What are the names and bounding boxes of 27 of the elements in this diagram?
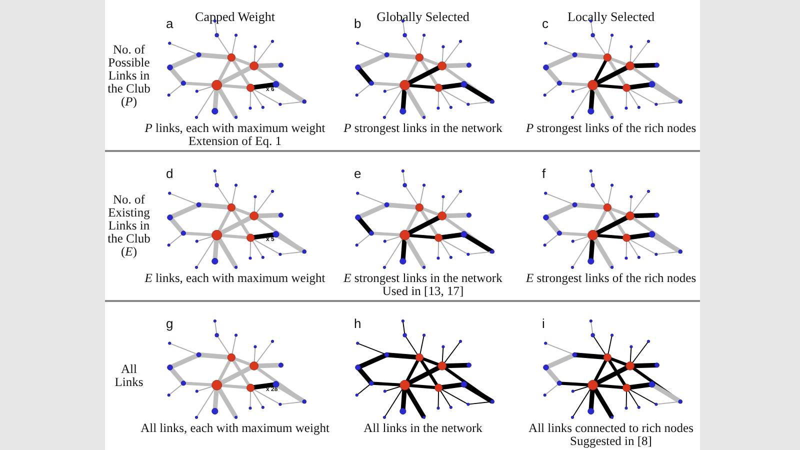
panel-caption: E strongest links in the network	[344, 272, 502, 285]
panel-caption: All links in the network	[364, 422, 482, 435]
panel-caption: P strongest links of the rich nodes	[526, 122, 696, 135]
panel-letter: e	[354, 167, 362, 180]
panel-letter: i	[542, 317, 545, 330]
panel-letter: d	[166, 167, 174, 180]
row-heading: No. of Existing Links in the Club (E)	[107, 194, 151, 258]
panel-letter: a	[166, 17, 174, 30]
column-heading: Capped Weight	[195, 10, 275, 23]
panel-caption: Suggested in [8]	[570, 434, 652, 448]
panel-caption: Used in [13, 17]	[382, 284, 464, 298]
panel-caption: E strongest links of the rich nodes	[526, 272, 696, 285]
row-heading: No. of Possible Links in the Club (P)	[107, 44, 151, 108]
panel-caption: P strongest links in the network	[344, 122, 502, 135]
column-heading: Globally Selected	[376, 10, 470, 23]
panel-letter: g	[166, 317, 174, 330]
panel-letter: b	[354, 17, 362, 30]
panel-caption: All links connected to rich nodes	[528, 422, 694, 435]
panel-caption: E links, each with maximum weight	[144, 272, 326, 285]
row-heading: All Links	[114, 363, 144, 389]
panel-letter: h	[354, 317, 362, 330]
panel-caption: P links, each with maximum weight	[144, 122, 326, 135]
panel-letter: c	[542, 17, 548, 30]
panel-caption: All links, each with maximum weight	[140, 422, 330, 435]
column-heading: Locally Selected	[568, 10, 654, 23]
panel-letter: f	[542, 167, 546, 180]
panel-caption: Extension of Eq. 1	[188, 134, 282, 148]
